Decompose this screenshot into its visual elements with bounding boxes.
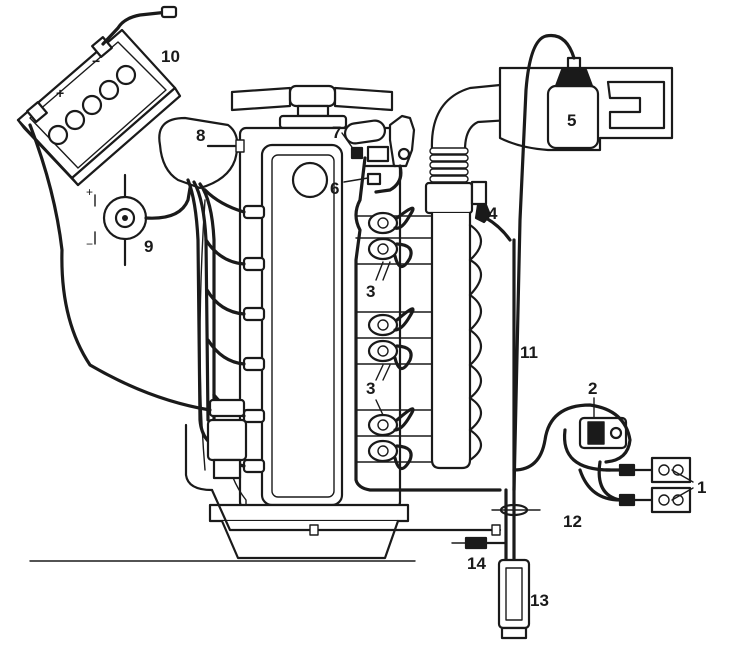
intake-runners (355, 215, 433, 463)
callout-3-upper: 3 (366, 282, 375, 301)
injector (367, 206, 415, 235)
injector (367, 407, 415, 437)
callout-12: 12 (563, 512, 582, 531)
callout-6: 6 (330, 179, 339, 198)
callout-5: 5 (567, 111, 576, 130)
relay-harness (512, 403, 632, 472)
callout-9: 9 (144, 237, 153, 256)
callout-11: 11 (520, 343, 538, 362)
battery-main-lead (28, 123, 212, 412)
control-unit-plug (497, 558, 531, 640)
distributor (158, 116, 245, 190)
connector-14 (451, 536, 508, 550)
trigger-sensor: + − (86, 173, 148, 267)
callout-13: 13 (530, 591, 549, 610)
callout-8: 8 (196, 126, 205, 145)
battery-plus-sign: + (56, 85, 64, 101)
callout-10: 10 (161, 47, 180, 66)
cold-start-valve (343, 114, 416, 168)
spark-plug-boots-left (242, 204, 266, 474)
engine-block (199, 84, 410, 560)
injector (367, 307, 415, 337)
leader-lines (341, 132, 694, 501)
callout-3-lower: 3 (366, 379, 375, 398)
battery-minus-sign: − (92, 53, 100, 69)
injector (367, 439, 413, 471)
fuel-injectors (367, 206, 415, 471)
injector (367, 339, 413, 371)
connector-pair-1 (618, 456, 692, 514)
thermo-time-switch (350, 145, 403, 194)
throttle-switch (474, 203, 512, 242)
lower-harness (210, 488, 502, 532)
relay (578, 416, 628, 450)
battery: + − (16, 28, 182, 187)
ground-minus-mark: − (86, 237, 93, 251)
injector-harness (354, 156, 502, 492)
ground-plus-mark: + (86, 185, 93, 199)
callout-7: 7 (332, 123, 341, 142)
callout-2: 2 (588, 379, 597, 398)
callout-14: 14 (467, 554, 486, 573)
trigger-wire (144, 186, 192, 220)
ignition-coil-module (184, 398, 248, 492)
battery-ground-strap (101, 10, 170, 46)
air-intake-duct (424, 82, 512, 470)
air-flow-meter-wire (512, 33, 576, 492)
injector (367, 237, 413, 269)
callout-1: 1 (697, 478, 706, 497)
air-flow-meter (498, 56, 674, 152)
callout-4: 4 (488, 204, 498, 223)
